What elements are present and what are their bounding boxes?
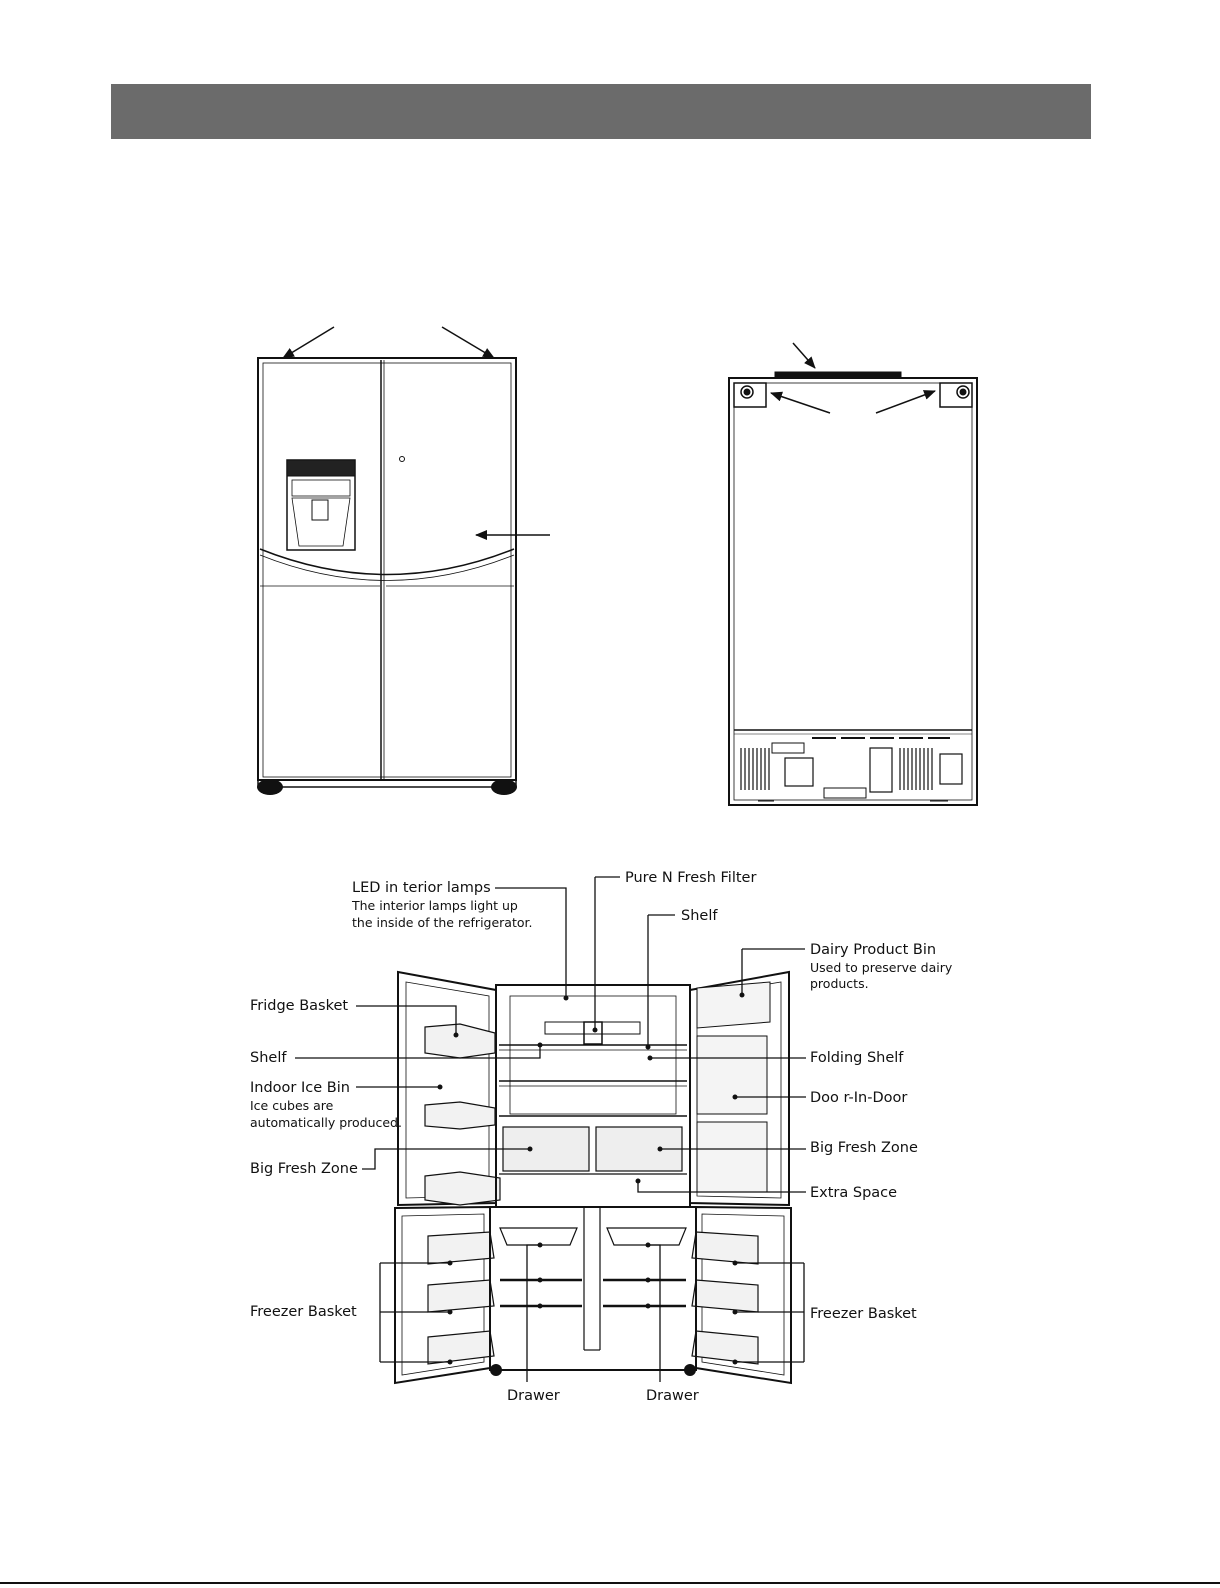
label-led-lamps-desc-2: the inside of the refrigerator.	[352, 915, 532, 930]
section-header-bar	[111, 84, 1091, 139]
caster-right	[684, 1364, 696, 1376]
label-drawer-left: Drawer	[507, 1388, 560, 1404]
caster-left	[490, 1364, 502, 1376]
label-freezer-basket-right: Freezer Basket	[810, 1306, 917, 1322]
front-view-refrigerator	[257, 357, 517, 788]
label-pure-n-fresh-filter: Pure N Fresh Filter	[625, 870, 756, 886]
label-led-lamps: LED in terior lamps	[352, 880, 491, 896]
label-drawer-right: Drawer	[646, 1388, 699, 1404]
label-dairy-product-bin: Dairy Product Bin	[810, 942, 936, 958]
rear-arrow-top	[792, 342, 816, 369]
leader-dots	[437, 992, 745, 1365]
label-big-fresh-zone-left: Big Fresh Zone	[250, 1161, 358, 1177]
rear-arrow-hinge-left	[770, 391, 831, 414]
front-foot-right	[491, 779, 517, 795]
label-shelf-left: Shelf	[250, 1050, 287, 1066]
label-led-lamps-desc-1: The interior lamps light up	[351, 898, 518, 913]
label-big-fresh-zone-right: Big Fresh Zone	[810, 1140, 918, 1156]
label-ice-desc-1: Ice cubes are	[250, 1098, 334, 1113]
label-door-in-door: Doo r-In-Door	[810, 1090, 907, 1106]
footer-rule	[0, 1582, 1220, 1584]
label-shelf-top: Shelf	[681, 908, 718, 924]
label-freezer-basket-left: Freezer Basket	[250, 1304, 357, 1320]
label-folding-shelf: Folding Shelf	[810, 1050, 904, 1066]
label-ice-desc-2: automatically produced.	[250, 1115, 402, 1130]
rear-view-refrigerator	[728, 371, 978, 806]
rear-arrow-hinge-right	[875, 390, 936, 414]
rear-vent-grilles	[740, 748, 933, 790]
label-extra-space: Extra Space	[810, 1185, 897, 1201]
front-arrow-left	[282, 326, 335, 359]
label-fridge-basket: Fridge Basket	[250, 998, 348, 1014]
label-dairy-bin-desc-2: products.	[810, 976, 869, 991]
label-dairy-bin-desc-1: Used to preserve dairy	[810, 960, 953, 975]
front-arrow-right	[441, 326, 495, 359]
front-foot-left	[257, 779, 283, 795]
label-indoor-ice-bin: Indoor Ice Bin	[250, 1080, 350, 1096]
